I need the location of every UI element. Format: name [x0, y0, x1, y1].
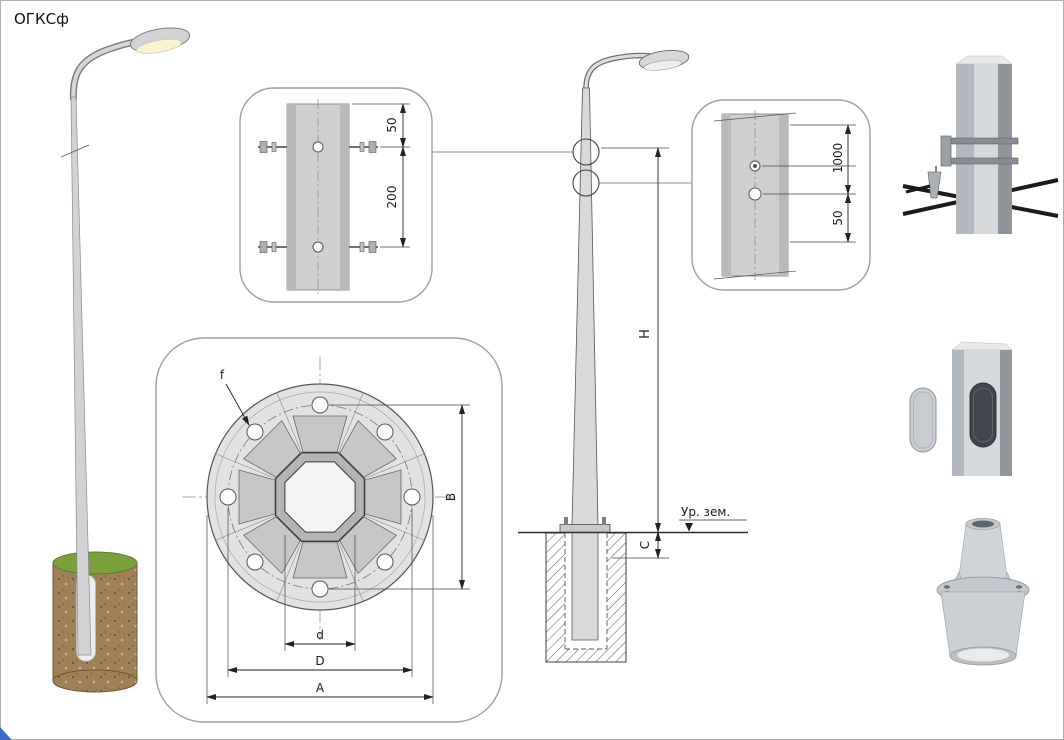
- pole-edge-left: [287, 104, 296, 290]
- pole-facet-right: [998, 64, 1012, 234]
- dim-label-C: C: [638, 541, 652, 549]
- flange-hole: [311, 396, 329, 414]
- clamp-tensioner: [940, 135, 952, 167]
- bolt-hole: [312, 141, 324, 153]
- dim-label-B: B: [444, 493, 458, 501]
- luminaire-elevation: [638, 49, 690, 71]
- bolt-nut: [259, 141, 268, 153]
- flange-hole: [219, 488, 237, 506]
- pole-edge-left: [722, 114, 731, 276]
- cable-stub: [905, 184, 931, 194]
- corner-accent: [0, 727, 12, 740]
- flange-hole: [376, 423, 394, 441]
- dim-label-d: d: [316, 628, 324, 642]
- bolt-center: [753, 164, 757, 168]
- pole-edge-right: [340, 104, 349, 290]
- bolt-hole-lower: [748, 187, 762, 201]
- luminaire-glow: [136, 38, 183, 54]
- ground-level-label: Ур. зем.: [681, 505, 730, 519]
- band-clamp-lower: [949, 157, 1019, 165]
- pole-facet-left: [952, 350, 964, 476]
- ground-arrow: [685, 523, 693, 532]
- bolt-washer: [271, 142, 277, 152]
- dim-label-f: f: [220, 368, 225, 382]
- dim-label-200: 200: [385, 186, 399, 209]
- hatch-door-rim: [913, 391, 933, 449]
- pole-elevation: Ур. зем. H C: [432, 49, 748, 663]
- band-clamp-upper: [949, 137, 1019, 145]
- base-skirt: [940, 591, 1026, 657]
- foundation-bottom: [52, 669, 138, 693]
- flange-bolt-hole: [943, 585, 951, 589]
- pole-octagon-inner: [284, 461, 356, 533]
- break-line-top: [713, 112, 797, 122]
- pole-facet-right: [1000, 350, 1012, 476]
- lamp-arm: [584, 53, 651, 94]
- luminaire-underside: [643, 59, 682, 71]
- bolt-washer: [359, 142, 365, 152]
- bolt-washer: [359, 242, 365, 252]
- hatch-door-cover: [909, 387, 937, 453]
- bolt-nut: [368, 141, 377, 153]
- dim-label-1000: 1000: [831, 143, 845, 174]
- bolt-nut: [259, 241, 268, 253]
- hatch-opening-rim: [973, 387, 993, 443]
- pole-3d-render: [52, 27, 191, 693]
- base-flange-plate: [559, 524, 611, 533]
- bolt-washer: [271, 242, 277, 252]
- dim-label-A: A: [316, 681, 325, 695]
- pole-edge-right: [779, 114, 788, 276]
- flange-bolt-hole: [1015, 585, 1023, 589]
- break-line-bottom: [713, 270, 797, 280]
- grass-top: [52, 551, 138, 575]
- anchor-bolt: [602, 517, 606, 525]
- flange-hole: [311, 580, 329, 598]
- pole-facet-left: [956, 64, 974, 234]
- holes-detail-box: 1000 50: [691, 99, 871, 291]
- flange-hole: [246, 423, 264, 441]
- cable-clamp-render: [902, 55, 1059, 234]
- tube-bore: [972, 520, 994, 528]
- hatch-opening: [969, 382, 997, 448]
- page-title: ОГКСф: [14, 10, 69, 28]
- pole-shaft-3d: [70, 96, 92, 656]
- dim-label-D: D: [315, 654, 324, 668]
- flange-base-render: [936, 518, 1030, 666]
- flange-hole: [376, 553, 394, 571]
- wedge-clamp: [927, 171, 942, 199]
- dim-label-50: 50: [831, 210, 845, 225]
- detail-marker-circle-upper: [572, 138, 600, 166]
- clamp-detail-box: 50 200: [239, 87, 433, 303]
- detail-marker-circle-lower: [572, 169, 600, 197]
- pole-facet-front: [974, 64, 998, 234]
- dim-label-H: H: [638, 329, 653, 339]
- anchor-bolt: [564, 517, 568, 525]
- flange-rim: [214, 391, 426, 603]
- access-hatch-render: [909, 341, 1013, 476]
- leader-line-f: [225, 383, 250, 426]
- flange-hole: [403, 488, 421, 506]
- luminaire-3d: [129, 27, 191, 54]
- bolt-hole: [312, 241, 324, 253]
- skirt-bottom-inner: [957, 648, 1009, 662]
- break-mark: [60, 144, 90, 158]
- flange-plan-box: f B d D A: [155, 337, 503, 723]
- bolt-nut: [368, 241, 377, 253]
- base-tube: [957, 523, 1009, 585]
- dim-label-50: 50: [385, 117, 399, 132]
- flange-hole: [246, 553, 264, 571]
